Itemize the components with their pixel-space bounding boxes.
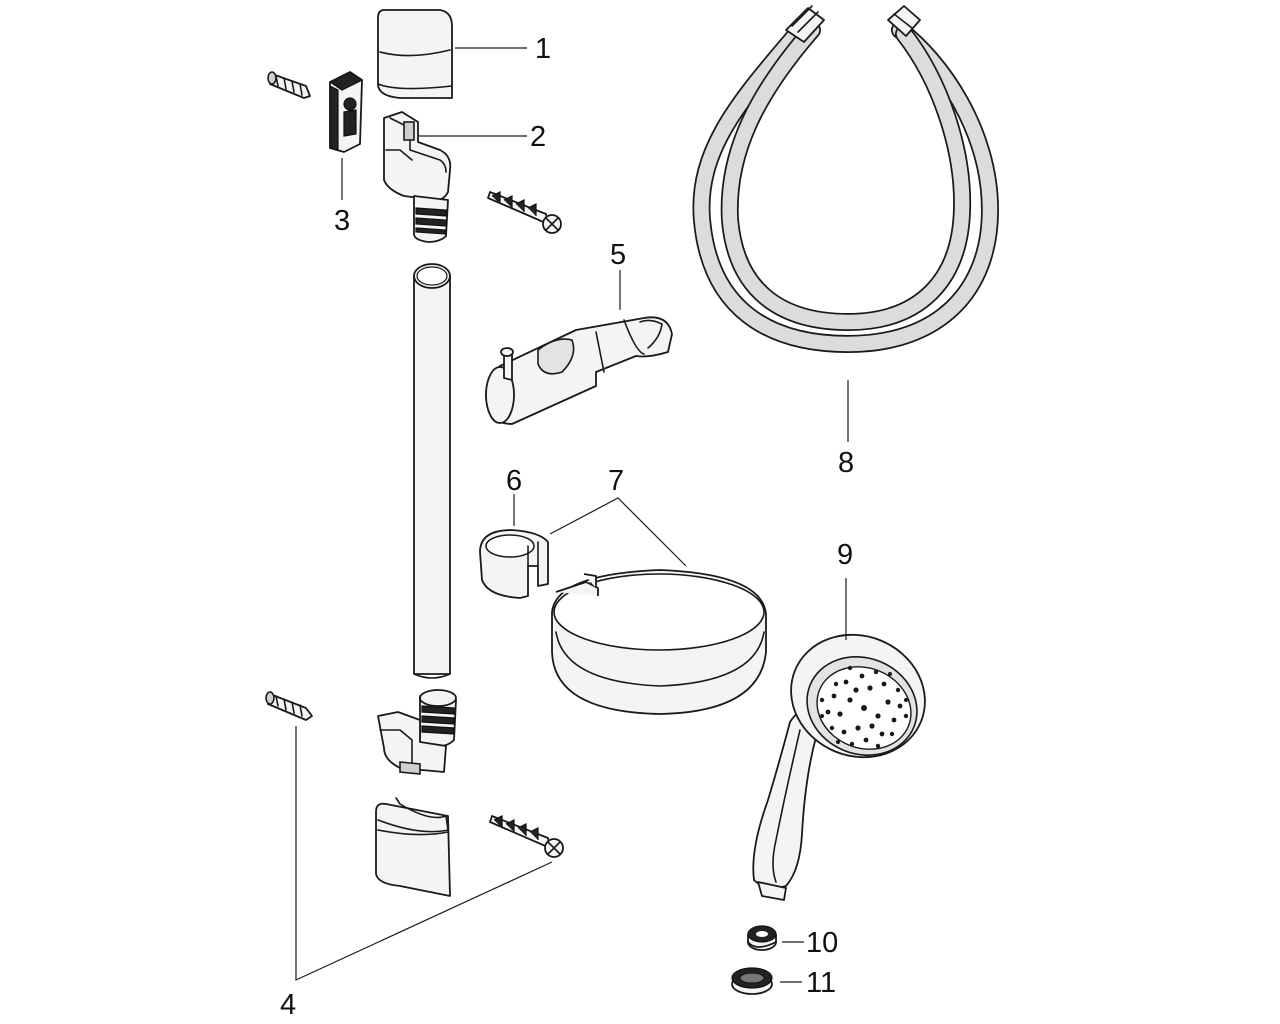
callout-10: 10 (806, 927, 838, 959)
part-7-ring-holder (551, 569, 767, 715)
callout-9: 9 (837, 539, 853, 571)
callout-3: 3 (334, 205, 350, 237)
callout-6: 6 (506, 465, 522, 497)
part-8-shower-hose (692, 5, 1000, 354)
leader-4 (295, 726, 553, 981)
callout-5: 5 (610, 239, 626, 271)
callout-7: 7 (608, 465, 624, 497)
leader-7 (549, 497, 687, 567)
lower-wall-bracket (377, 689, 457, 775)
callout-8: 8 (838, 447, 854, 479)
slide-rail-tube (413, 263, 451, 679)
part-3-mounting-plate (328, 71, 364, 153)
lower-end-cap (375, 797, 451, 897)
callout-11: 11 (806, 967, 836, 999)
screw-lower (489, 815, 564, 858)
part-9-hand-shower (752, 633, 926, 901)
wall-dowel-bottom (265, 691, 313, 721)
callout-2: 2 (530, 121, 546, 153)
callout-1: 1 (535, 33, 551, 65)
wall-dowel-top (267, 71, 311, 99)
callout-4: 4 (280, 989, 296, 1021)
part-1-top-cap (377, 9, 453, 99)
part-2-upper-bracket (383, 111, 452, 243)
part-6-clip (479, 529, 549, 599)
part-11-filter-screen (731, 967, 773, 995)
part-10-nut (747, 925, 777, 951)
spray-nozzles (819, 665, 909, 749)
part-5-slider (485, 316, 673, 425)
screw-upper (487, 191, 562, 234)
